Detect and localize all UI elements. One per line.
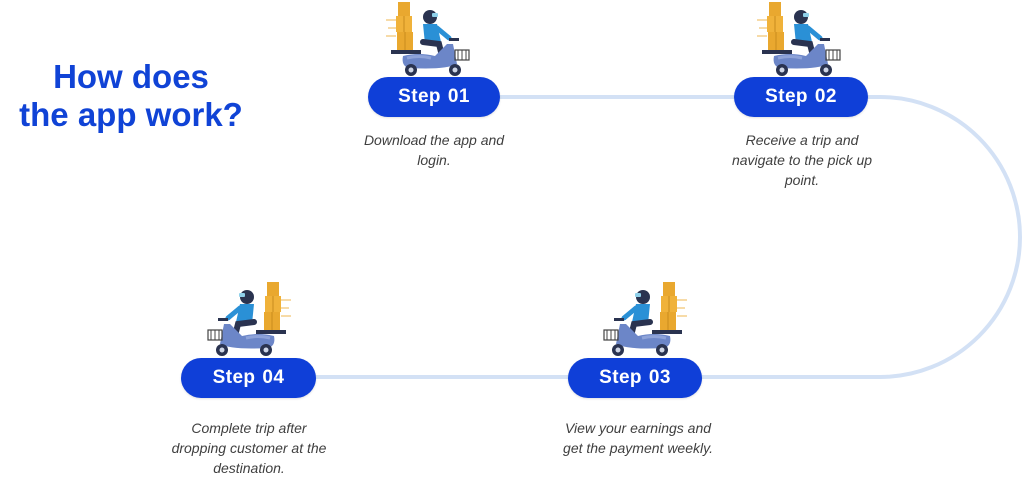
step-label: Step (398, 86, 441, 107)
step-label: Step (212, 367, 256, 388)
rider-graphic (757, 2, 841, 76)
step-label: Step (765, 86, 808, 107)
step-04-description: Complete trip after dropping customer at… (171, 420, 327, 476)
step-02-description: Receive a trip and navigate to the pick … (731, 132, 873, 188)
step-number: 03 (648, 367, 671, 388)
step-number: 04 (262, 367, 285, 388)
step-03-pill: Step 03 (568, 358, 702, 398)
delivery-scooter-icon (386, 2, 470, 76)
rider-graphic (386, 2, 470, 76)
step-number: 01 (447, 86, 470, 107)
rider-graphic (207, 282, 291, 356)
delivery-scooter-icon (757, 2, 841, 76)
step-04-pill: Step 04 (181, 358, 316, 398)
step-03-description: View your earnings and get the payment w… (563, 420, 713, 456)
delivery-scooter-icon (207, 282, 291, 356)
step-01-pill: Step 01 (368, 77, 500, 117)
page-heading: How does the app work? (0, 58, 262, 134)
delivery-scooter-icon (603, 282, 687, 356)
rider-graphic (603, 282, 687, 356)
step-01-description: Download the app and login. (363, 132, 505, 168)
step-02-pill: Step 02 (734, 77, 868, 117)
step-label: Step (599, 367, 642, 388)
heading-line-2: the app work? (19, 96, 243, 133)
heading-line-1: How does (53, 58, 209, 95)
step-number: 02 (814, 86, 837, 107)
